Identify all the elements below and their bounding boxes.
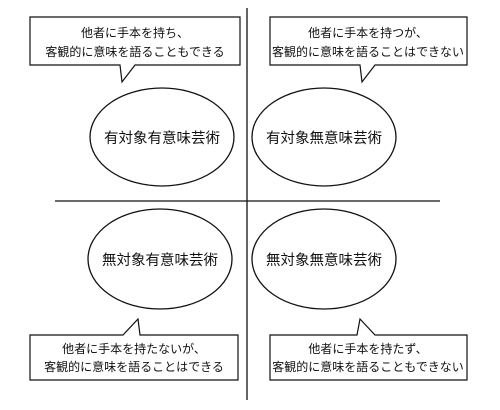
quadrant-top-right: 他者に手本を持つが、 客観的に意味を語ることはできない 有対象無意味芸術 — [251, 16, 468, 187]
category-label: 有対象有意味芸術 — [104, 129, 220, 147]
quadrant-bottom-right: 無対象無意味芸術 他者に手本を持たず、 客観的に意味を語ることもできない — [251, 208, 468, 381]
callout-line-2: 客観的に意味を語ることはできない — [272, 44, 464, 59]
callout-line-1: 他者に手本を持たないが、 — [62, 341, 206, 356]
callout-line-2: 客観的に意味を語ることはできる — [44, 359, 224, 374]
callout-line-2: 客観的に意味を語ることもできない — [272, 359, 464, 374]
category-label: 無対象有意味芸術 — [102, 251, 218, 269]
callout-box-bottom-left — [29, 317, 239, 381]
quadrant-top-left: 他者に手本を持ち、 客観的に意味を語ることもできる 有対象有意味芸術 — [29, 16, 241, 187]
callout-box-top-left — [29, 16, 241, 84]
category-ellipse-top-left — [89, 87, 235, 187]
category-ellipse-top-right — [251, 87, 397, 187]
callout-line-1: 他者に手本を持ち、 — [81, 25, 189, 40]
callout-line-1: 他者に手本を持たず、 — [308, 341, 427, 356]
category-ellipse-bottom-left — [87, 208, 233, 310]
callout-line-1: 他者に手本を持つが、 — [308, 25, 428, 40]
quadrant-bottom-left: 無対象有意味芸術 他者に手本を持たないが、 客観的に意味を語ることはできる — [29, 208, 239, 381]
callout-line-2: 客観的に意味を語ることもできる — [45, 44, 224, 59]
callout-box-top-right — [269, 16, 468, 84]
category-label: 無対象無意味芸術 — [266, 251, 382, 269]
category-ellipse-bottom-right — [251, 208, 397, 310]
category-label: 有対象無意味芸術 — [266, 129, 382, 147]
callout-box-bottom-right — [269, 317, 468, 381]
